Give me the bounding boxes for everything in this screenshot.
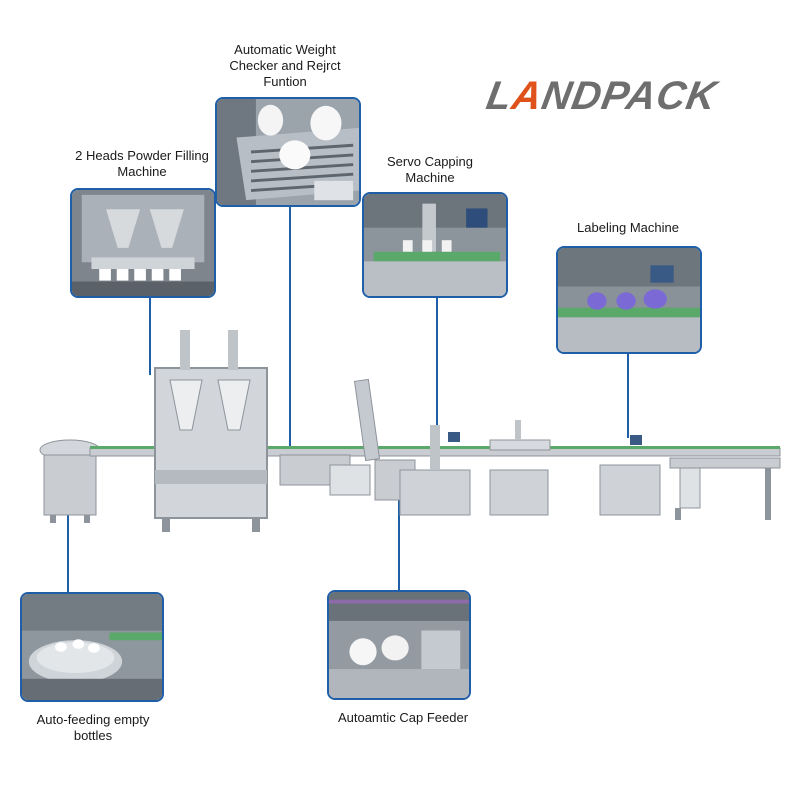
- label-weight-checker: Automatic Weight Checker and Rejrct Funt…: [229, 42, 341, 89]
- weight-checker-illustration: [217, 99, 359, 205]
- production-line-illustration: [30, 320, 790, 540]
- bottle-feeder-illustration: [22, 594, 162, 700]
- capping-machine-unit: [399, 425, 471, 516]
- connector-labeling: [627, 352, 629, 438]
- labeling-machine-unit: [599, 435, 661, 516]
- production-line-svg: [39, 330, 781, 532]
- label-powder-filling: 2 Heads Powder Filling Machine: [75, 148, 209, 179]
- connector-servo-capping: [436, 297, 438, 432]
- label-auto-feeding: Auto-feeding empty bottles: [36, 712, 150, 743]
- photo-cap-feeder: [327, 590, 471, 700]
- collection-table-unit: [669, 457, 781, 520]
- connector-cap-feeder: [398, 480, 400, 592]
- labeler-illustration: [558, 248, 700, 352]
- landpack-logo: LANDPACK: [462, 68, 742, 124]
- photo-labeling: [556, 246, 702, 354]
- label-cap-feeder: Autoamtic Cap Feeder: [337, 710, 469, 725]
- induction-sealer-unit: [489, 420, 551, 516]
- bottle-feeder-unit: [39, 439, 101, 523]
- weight-checker-unit: [279, 454, 371, 496]
- photo-servo-capping: [362, 192, 508, 298]
- label-servo-capping: Servo Capping Machine: [387, 154, 473, 185]
- cap-feeder-illustration: [329, 592, 469, 698]
- photo-powder-filling: [70, 188, 216, 298]
- connector-auto-feeding: [67, 500, 69, 593]
- servo-capper-illustration: [364, 194, 506, 296]
- photo-weight-checker: [215, 97, 361, 207]
- photo-auto-feeding: [20, 592, 164, 702]
- connector-weight-checker: [289, 205, 291, 463]
- connector-powder-filling: [149, 297, 151, 375]
- powder-filler-unit: [154, 330, 268, 532]
- logo-text-suffix: NDPACK: [538, 73, 721, 118]
- label-labeling: Labeling Machine: [577, 220, 679, 235]
- powder-filler-illustration: [72, 190, 214, 296]
